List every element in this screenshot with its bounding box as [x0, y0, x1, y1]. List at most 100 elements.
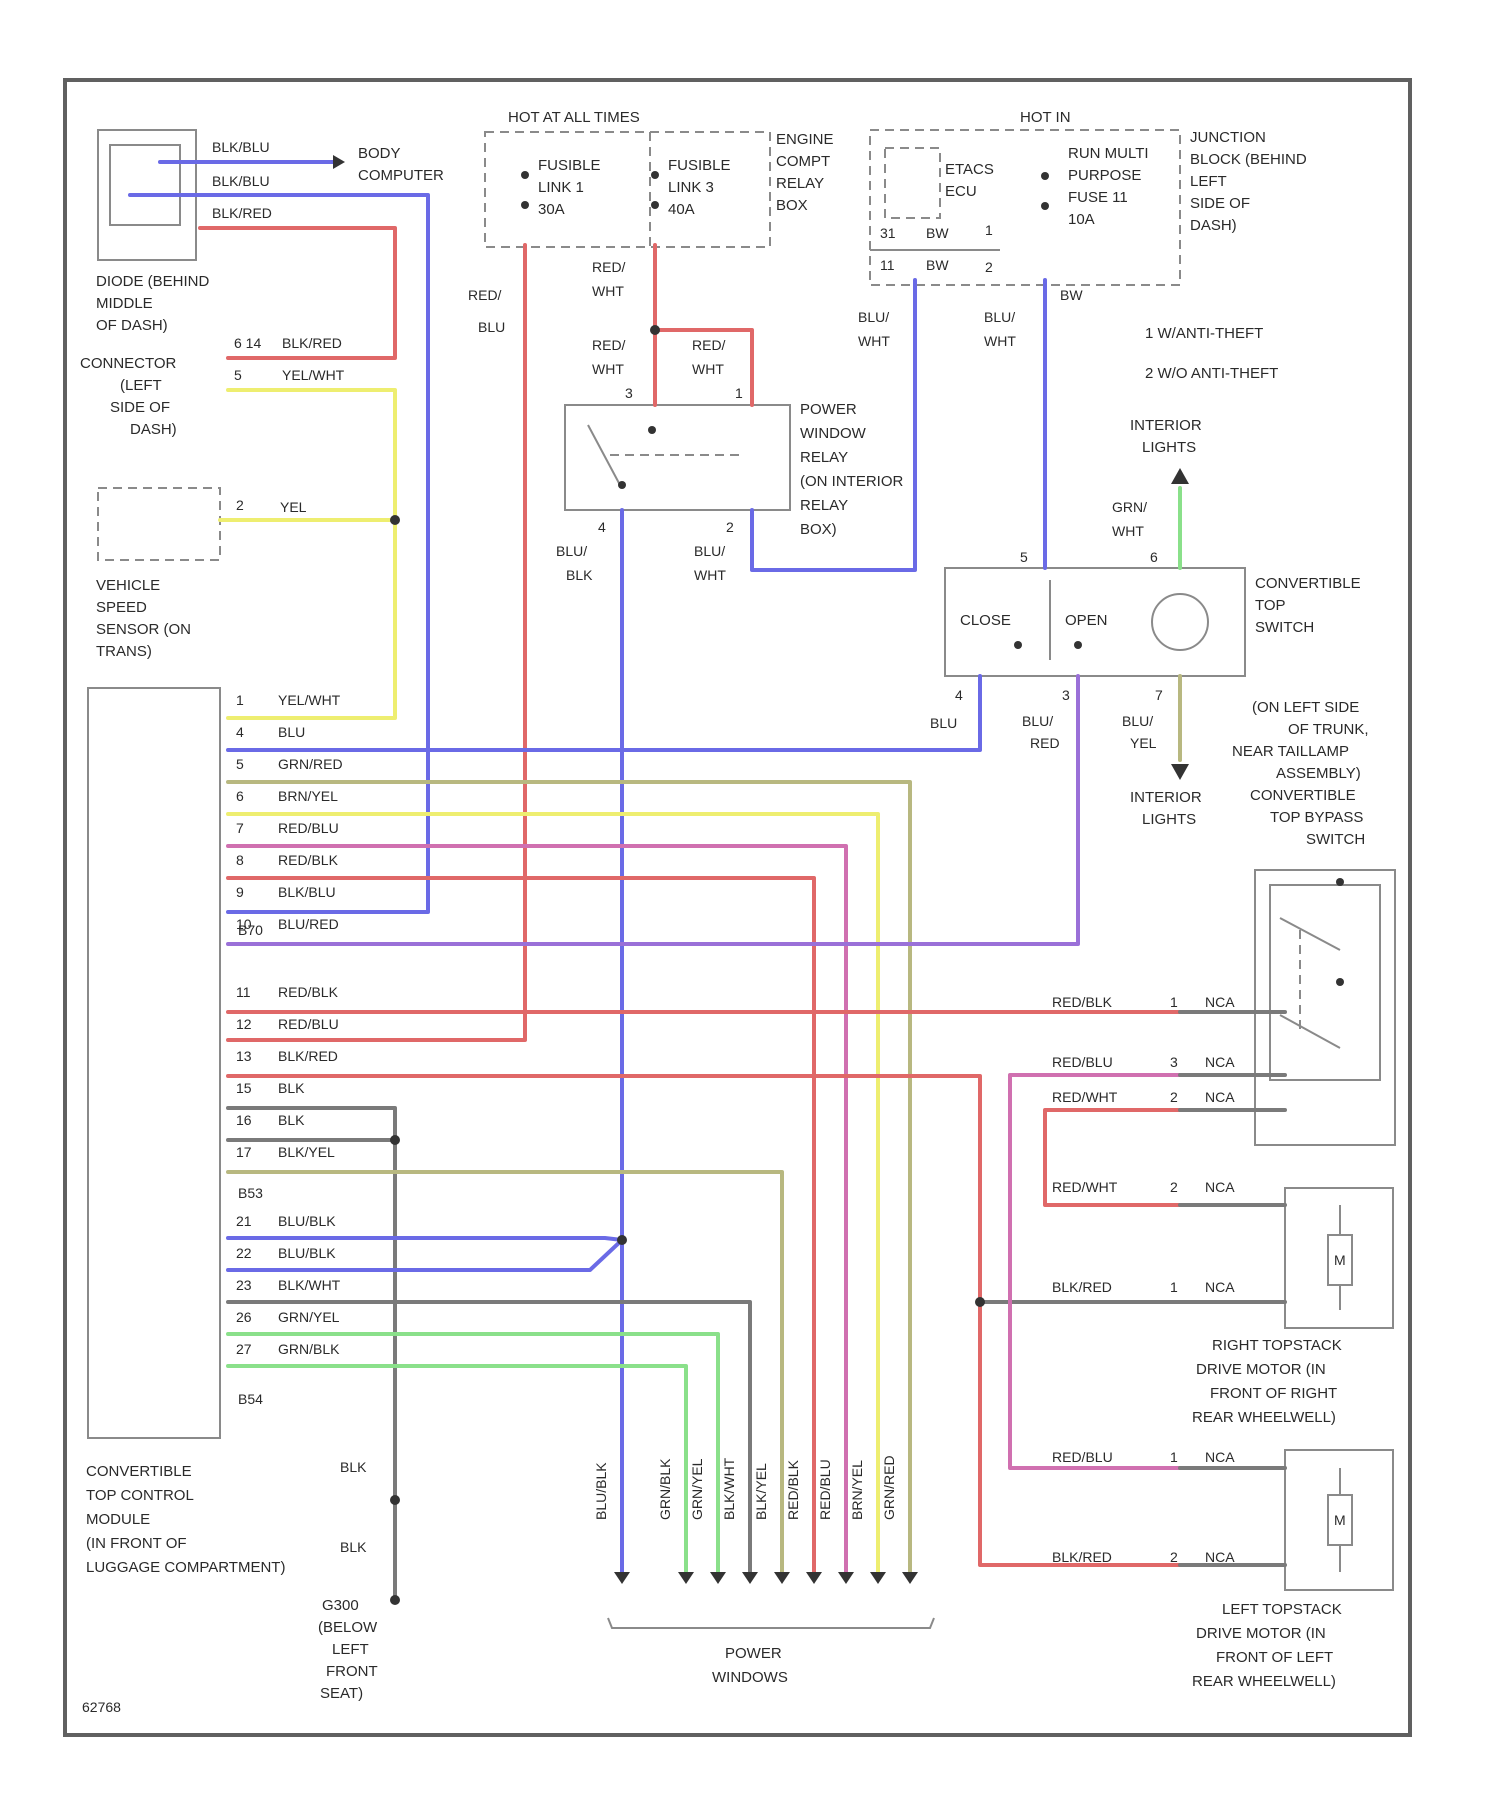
- svg-text:G300: G300: [322, 1597, 359, 1614]
- connector-b54: B54: [238, 1391, 263, 1407]
- svg-text:FRONT: FRONT: [326, 1663, 378, 1680]
- module-pin-list: 1YEL/WHT4BLU5GRN/RED6BRN/YEL7RED/BLU8RED…: [236, 692, 343, 1357]
- power-window-relay: [565, 405, 790, 510]
- power-window-terminal: [870, 1572, 886, 1584]
- junction-dot: [650, 325, 660, 335]
- ground-label: G300 (BELOW LEFT FRONT SEAT): [318, 1597, 378, 1702]
- rmotor-pin: 2: [1170, 1179, 1178, 1195]
- power-window-wire-label: RED/BLK: [785, 1459, 801, 1520]
- svg-text:ECU: ECU: [945, 183, 977, 200]
- module-pin-wire: RED/BLU: [278, 820, 339, 836]
- svg-text:(IN FRONT OF: (IN FRONT OF: [86, 1535, 187, 1552]
- close-label: CLOSE: [960, 612, 1011, 629]
- red-blu-bypass-lmotor: [1010, 1075, 1180, 1468]
- svg-text:31: 31: [880, 225, 896, 241]
- svg-text:NEAR TAILLAMP: NEAR TAILLAMP: [1232, 743, 1349, 760]
- svg-text:REAR WHEELWELL): REAR WHEELWELL): [1192, 1673, 1336, 1690]
- module-pin-wire: BLK/BLU: [278, 884, 336, 900]
- svg-text:BODY: BODY: [358, 145, 401, 162]
- svg-text:WINDOWS: WINDOWS: [712, 1669, 788, 1686]
- module-pin-wire: BLU: [278, 724, 305, 740]
- bypass-pin: 3: [1170, 1054, 1178, 1070]
- arrow-up-icon: [1171, 468, 1189, 484]
- power-window-wire-label: BLK/YEL: [753, 1463, 769, 1520]
- diode-label: DIODE (BEHIND MIDDLE OF DASH): [96, 273, 210, 334]
- svg-text:COMPT: COMPT: [776, 153, 830, 170]
- power-window-terminal: [742, 1572, 758, 1584]
- lmotor-pin: 2: [1170, 1549, 1178, 1565]
- svg-text:3: 3: [625, 385, 633, 401]
- convertible-top-control-module: [88, 688, 220, 1438]
- bypass-wire-label: RED/BLU: [1052, 1054, 1113, 1070]
- module-pin-number: 8: [236, 852, 244, 868]
- module-pin-number: 16: [236, 1112, 252, 1128]
- svg-text:BLK/RED: BLK/RED: [282, 335, 342, 351]
- svg-text:BOX: BOX: [776, 197, 808, 214]
- svg-text:DASH): DASH): [1190, 217, 1237, 234]
- power-window-wire-labels: BLU/BLKGRN/BLKGRN/YELBLK/WHTBLK/YELRED/B…: [593, 1455, 897, 1520]
- blu-module-pin4: [228, 676, 980, 750]
- svg-text:LINK 1: LINK 1: [538, 179, 584, 196]
- svg-text:1 W/ANTI-THEFT: 1 W/ANTI-THEFT: [1145, 325, 1263, 342]
- svg-text:2: 2: [726, 519, 734, 535]
- interior-lights-top-label: INTERIOR LIGHTS: [1130, 417, 1202, 456]
- module-pin-number: 7: [236, 820, 244, 836]
- power-window-relay-label: POWER WINDOW RELAY (ON INTERIOR RELAY BO…: [800, 401, 903, 538]
- motor-symbol-right: M: [1328, 1205, 1352, 1310]
- module-pin-wire: BRN/YEL: [278, 788, 338, 804]
- open-label: OPEN: [1065, 612, 1108, 629]
- svg-text:3: 3: [1062, 687, 1070, 703]
- arrow-down-icon: [1171, 764, 1189, 780]
- module-pin-number: 15: [236, 1080, 252, 1096]
- svg-text:MODULE: MODULE: [86, 1511, 150, 1528]
- grn-red-pin5: [228, 782, 910, 1575]
- svg-text:ASSEMBLY): ASSEMBLY): [1276, 765, 1361, 782]
- svg-text:WHT: WHT: [692, 361, 724, 377]
- svg-text:BLK/BLU: BLK/BLU: [212, 139, 270, 155]
- svg-text:BW: BW: [926, 257, 949, 273]
- power-window-terminal: [774, 1572, 790, 1584]
- svg-text:CONVERTIBLE: CONVERTIBLE: [1250, 787, 1356, 804]
- svg-text:CONNECTOR: CONNECTOR: [80, 355, 177, 372]
- module-pin-number: 17: [236, 1144, 252, 1160]
- svg-text:RED/: RED/: [692, 337, 726, 353]
- svg-text:LEFT: LEFT: [1190, 173, 1227, 190]
- svg-text:M: M: [1334, 1252, 1346, 1268]
- connector-b53: B53: [238, 1185, 263, 1201]
- svg-text:11: 11: [880, 257, 895, 273]
- lmotor-nca: NCA: [1205, 1549, 1235, 1565]
- convertible-top-bypass-switch: [1255, 870, 1395, 1145]
- junction-block-label: JUNCTION BLOCK (BEHIND LEFT SIDE OF DASH…: [1190, 129, 1307, 234]
- svg-text:BOX): BOX): [800, 521, 837, 538]
- svg-text:WHT: WHT: [592, 283, 624, 299]
- power-window-terminal: [678, 1572, 694, 1584]
- rmotor-nca: NCA: [1205, 1179, 1235, 1195]
- svg-text:ETACS: ETACS: [945, 161, 994, 178]
- module-pin-number: 27: [236, 1341, 252, 1357]
- module-pin-wire: BLK/WHT: [278, 1277, 341, 1293]
- lmotor-wire-label: BLK/RED: [1052, 1549, 1112, 1565]
- module-pin-number: 4: [236, 724, 244, 740]
- svg-text:30A: 30A: [538, 201, 565, 218]
- vss-wire: YEL: [280, 499, 307, 515]
- etacs-ecu-label: ETACS ECU: [945, 161, 994, 200]
- module-pin-wire: YEL/WHT: [278, 692, 341, 708]
- svg-text:OF DASH): OF DASH): [96, 317, 168, 334]
- lmotor-pin: 1: [1170, 1449, 1178, 1465]
- svg-text:TOP BYPASS: TOP BYPASS: [1270, 809, 1363, 826]
- power-window-wire-label: BLK/WHT: [721, 1457, 737, 1520]
- svg-text:1: 1: [985, 222, 993, 238]
- svg-text:SENSOR (ON: SENSOR (ON: [96, 621, 191, 638]
- power-window-terminal: [710, 1572, 726, 1584]
- svg-text:INTERIOR: INTERIOR: [1130, 417, 1202, 434]
- module-pin-wire: RED/BLK: [278, 852, 339, 868]
- lmotor-nca: NCA: [1205, 1449, 1235, 1465]
- control-module-label: CONVERTIBLE TOP CONTROL MODULE (IN FRONT…: [86, 1463, 285, 1576]
- switch-lamp-symbol: [1152, 594, 1208, 650]
- engine-relay-box-label: ENGINE COMPT RELAY BOX: [776, 131, 834, 214]
- module-pin-number: 11: [236, 984, 251, 1000]
- svg-text:BLU/: BLU/: [984, 309, 1015, 325]
- svg-text:WHT: WHT: [858, 333, 890, 349]
- module-pin-number: 6: [236, 788, 244, 804]
